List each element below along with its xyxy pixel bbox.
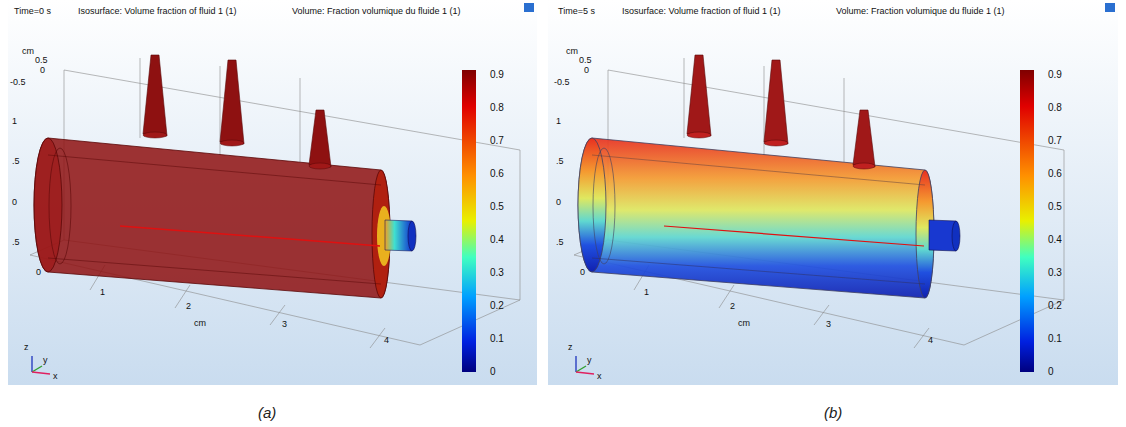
- colorbar-tick: 0: [1048, 367, 1054, 377]
- panel-title: Time=5 s: [558, 7, 595, 16]
- color-bar: [1020, 70, 1034, 372]
- axis-tick: 4: [384, 336, 389, 345]
- axis-name: x: [53, 372, 58, 381]
- axis-tick: 1: [556, 117, 561, 126]
- axis-tick: 3: [826, 320, 831, 329]
- colorbar-tick: 0.4: [1048, 235, 1062, 245]
- axis-tick: 0: [12, 198, 17, 207]
- axis-tick: 3: [282, 320, 287, 329]
- axis-tick: 0: [36, 268, 41, 277]
- colorbar-tick: 0.2: [490, 301, 504, 311]
- axis-name: y: [587, 356, 592, 365]
- axis-name: x: [597, 372, 602, 381]
- colorbar-tick: 0.6: [1048, 169, 1062, 179]
- colorbar-tick: 0.1: [1048, 334, 1062, 344]
- colorbar-tick: 0.9: [490, 70, 504, 80]
- axis-tick: 2: [730, 302, 735, 311]
- axis-unit: cm: [194, 319, 206, 328]
- colorbar-tick: 0.8: [1048, 103, 1062, 113]
- colorbar-tick: 0.1: [490, 334, 504, 344]
- axis-tick: .5: [556, 157, 564, 166]
- axis-tick: 4: [928, 336, 933, 345]
- axis-tick: 0: [40, 66, 45, 75]
- plot-title: Volume: Fraction volumique du fluide 1 (…: [836, 7, 1005, 16]
- colorbar-tick: 0.2: [1048, 301, 1062, 311]
- axis-name: z: [24, 343, 29, 352]
- vessel-a: [34, 55, 416, 298]
- axis-tick: -0.5: [10, 78, 26, 87]
- colorbar-tick: 0.5: [490, 202, 504, 212]
- colorbar-tick: 0.3: [1048, 268, 1062, 278]
- colorbar-tick: 0: [490, 367, 496, 377]
- axis-tick: .5: [12, 157, 20, 166]
- axis-tick: 1: [644, 288, 649, 297]
- axis-triad-a: [32, 356, 50, 374]
- axis-tick: 0: [584, 66, 589, 75]
- colorbar-tick: 0.7: [490, 136, 504, 146]
- panel-title: Time=0 s: [14, 7, 51, 16]
- plot-title: Volume: Fraction volumique du fluide 1 (…: [292, 7, 461, 16]
- axis-unit: cm: [566, 47, 578, 56]
- axis-tick: 1: [100, 288, 105, 297]
- color-bar: [462, 70, 476, 372]
- window-icon: [524, 3, 534, 12]
- colorbar-tick: 0.6: [490, 169, 504, 179]
- colorbar-tick: 0.5: [1048, 202, 1062, 212]
- axis-tick: .5: [12, 238, 20, 247]
- axis-tick: 1: [12, 117, 17, 126]
- axis-tick: -0.5: [554, 78, 570, 87]
- axis-unit: cm: [738, 319, 750, 328]
- panel-caption: (b): [824, 405, 842, 420]
- axis-tick: 0: [556, 198, 561, 207]
- axis-name: z: [568, 343, 573, 352]
- plot-title: Isosurface: Volume fraction of fluid 1 (…: [622, 7, 781, 16]
- axis-unit: cm: [22, 47, 34, 56]
- axis-tick: 0.5: [35, 56, 48, 65]
- colorbar-tick: 0.8: [490, 103, 504, 113]
- axis-tick: .5: [556, 238, 564, 247]
- colorbar-tick: 0.3: [490, 268, 504, 278]
- panel-ground: [8, 0, 537, 385]
- colorbar-tick: 0.9: [1048, 70, 1062, 80]
- plot-title: Isosurface: Volume fraction of fluid 1 (…: [78, 7, 237, 16]
- vessel-b: [578, 55, 960, 298]
- axis-tick: 2: [186, 302, 191, 311]
- panel-caption: (a): [258, 405, 276, 420]
- axis-triad-b: [576, 356, 594, 374]
- window-icon: [1105, 3, 1115, 12]
- axis-name: y: [43, 356, 48, 365]
- axis-tick: 0.5: [579, 56, 592, 65]
- colorbar-tick: 0.4: [490, 235, 504, 245]
- colorbar-tick: 0.7: [1048, 136, 1062, 146]
- panel-ground: [548, 0, 1118, 385]
- axis-tick: 0: [580, 268, 585, 277]
